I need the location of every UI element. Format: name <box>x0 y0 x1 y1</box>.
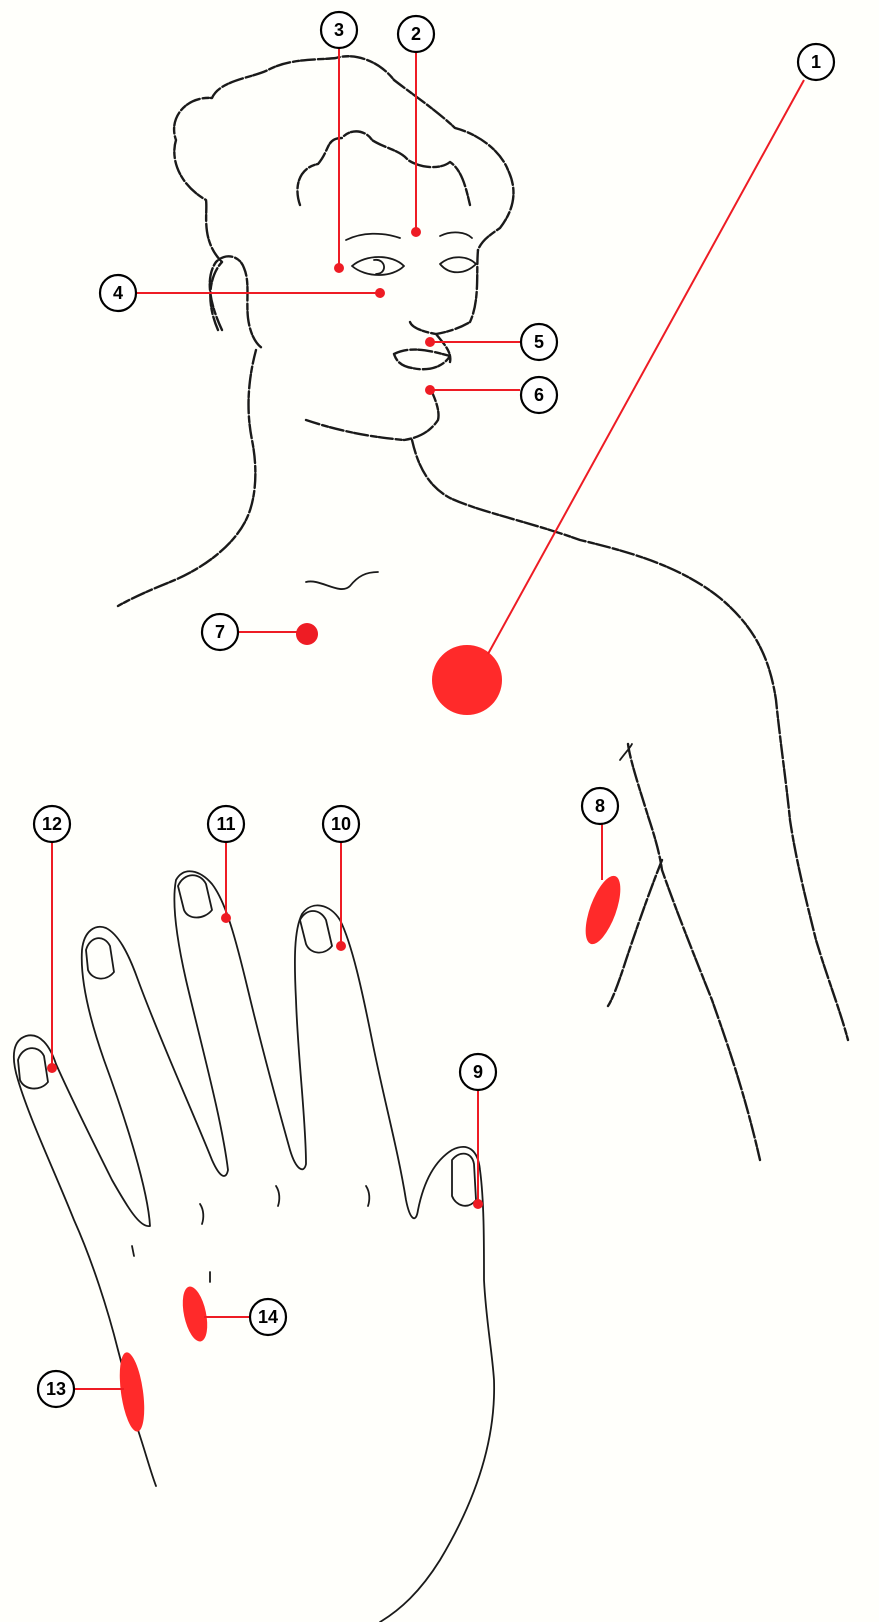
callout-6: 6 <box>425 377 557 413</box>
callout-2: 2 <box>398 16 434 237</box>
marker-badge-7: 7 <box>202 614 238 650</box>
callout-7: 7 <box>202 614 318 650</box>
collarbone <box>306 572 378 589</box>
spot-back-of-hand <box>178 1284 211 1343</box>
arm-inner <box>628 744 760 1160</box>
knuckle-3 <box>276 1186 279 1206</box>
knuckle-2 <box>200 1204 203 1224</box>
eyebrow-left <box>346 234 400 240</box>
neck-left <box>118 350 256 606</box>
eyebrow-right <box>440 232 472 238</box>
svg-text:2: 2 <box>411 24 421 44</box>
svg-text:5: 5 <box>534 332 544 352</box>
svg-text:3: 3 <box>334 20 344 40</box>
nail-index <box>300 911 332 953</box>
marker-badge-12: 12 <box>34 806 70 842</box>
marker-badge-10: 10 <box>323 806 359 842</box>
svg-text:14: 14 <box>258 1307 278 1327</box>
svg-text:6: 6 <box>534 385 544 405</box>
hair-fringe <box>297 131 470 205</box>
callouts: 1 2 3 4 <box>34 12 834 1407</box>
svg-text:1: 1 <box>811 52 821 72</box>
svg-text:10: 10 <box>331 814 351 834</box>
knuckle-4 <box>366 1186 369 1206</box>
knuckle-1 <box>132 1246 134 1256</box>
hand-outline <box>14 871 494 1622</box>
nail-middle <box>178 875 212 917</box>
marker-badge-5: 5 <box>521 324 557 360</box>
callout-8: 8 <box>582 788 618 880</box>
callout-4: 4 <box>100 275 385 311</box>
marker-badge-14: 14 <box>250 1299 286 1335</box>
eye-left-iris <box>374 260 384 274</box>
callout-14: 14 <box>204 1299 286 1335</box>
figure-sketch <box>118 56 848 1160</box>
marker-badge-13: 13 <box>38 1371 74 1407</box>
spot-wrist <box>116 1351 149 1433</box>
callout-3: 3 <box>321 12 357 273</box>
marker-badge-4: 4 <box>100 275 136 311</box>
hair-outline <box>174 56 513 330</box>
svg-text:7: 7 <box>215 622 225 642</box>
marker-badge-9: 9 <box>460 1054 496 1090</box>
nail-ring <box>86 938 114 978</box>
marker-badge-2: 2 <box>398 16 434 52</box>
spot-chest <box>432 645 502 715</box>
marker-badge-11: 11 <box>208 806 244 842</box>
callout-11: 11 <box>208 806 244 923</box>
eye-right <box>440 257 476 272</box>
nail-thumb <box>452 1154 476 1206</box>
nail-little <box>18 1048 48 1088</box>
marker-badge-6: 6 <box>521 377 557 413</box>
spot-upper-arm <box>578 872 627 949</box>
marker-badge-8: 8 <box>582 788 618 824</box>
marker-badge-1: 1 <box>798 44 834 80</box>
svg-text:9: 9 <box>473 1062 483 1082</box>
svg-text:12: 12 <box>42 814 62 834</box>
hand-sketch <box>14 871 494 1622</box>
face-profile <box>394 250 478 440</box>
callout-13: 13 <box>38 1371 124 1407</box>
jawline <box>306 420 404 440</box>
svg-text:13: 13 <box>46 1379 66 1399</box>
svg-text:8: 8 <box>595 796 605 816</box>
callout-9: 9 <box>460 1054 496 1209</box>
callout-12: 12 <box>34 806 70 1073</box>
marker-badge-3: 3 <box>321 12 357 48</box>
svg-text:11: 11 <box>216 814 235 834</box>
svg-text:4: 4 <box>113 283 123 303</box>
